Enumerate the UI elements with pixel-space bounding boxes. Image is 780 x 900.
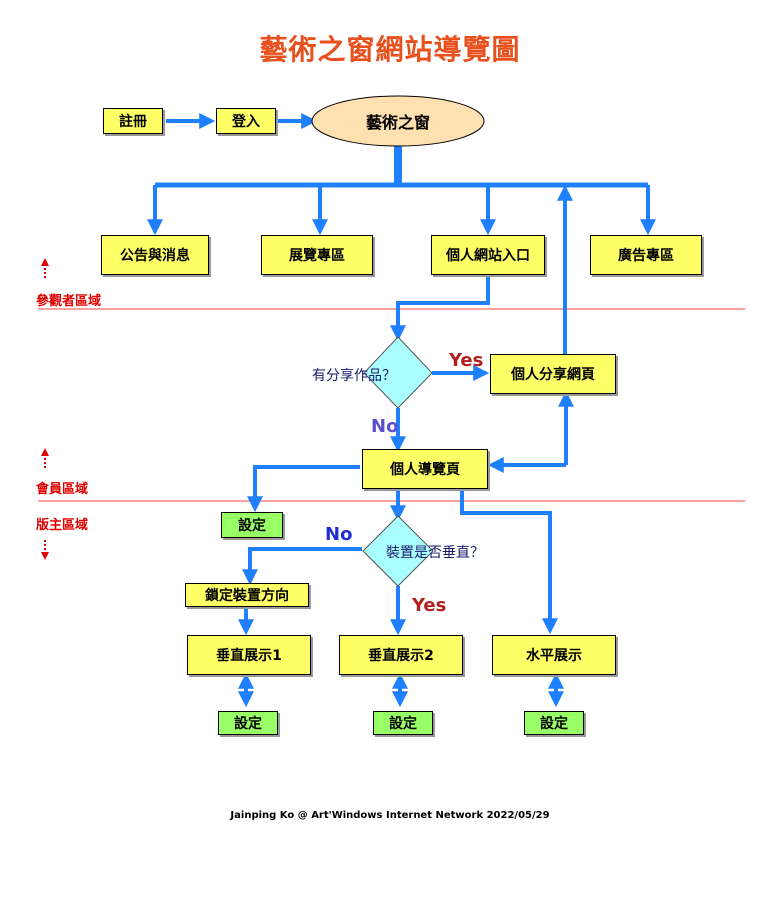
- home-ellipse: [311, 95, 485, 147]
- v1-label: 垂直展示1: [216, 648, 282, 664]
- ads-box[interactable]: 廣告專區: [590, 235, 702, 275]
- settings-guide-label: 設定: [238, 518, 266, 534]
- ads-label: 廣告專區: [618, 248, 674, 264]
- register-label: 註冊: [119, 114, 147, 130]
- news-label: 公告與消息: [120, 248, 190, 264]
- settings-h-box[interactable]: 設定: [524, 711, 584, 735]
- lock-box[interactable]: 鎖定裝置方向: [185, 583, 309, 607]
- yes-label-vertical: Yes: [412, 595, 447, 616]
- settings-h-label: 設定: [540, 716, 568, 732]
- zone-label-visitor: 參觀者區域: [36, 294, 102, 309]
- share-page-label: 個人分享網頁: [511, 367, 595, 383]
- settings-v1-box[interactable]: 設定: [218, 711, 278, 735]
- qvertical-text: 裝置是否垂直？: [386, 545, 484, 561]
- guide-box[interactable]: 個人導覽頁: [362, 449, 488, 489]
- lock-label: 鎖定裝置方向: [205, 588, 289, 604]
- horizontal-box[interactable]: 水平展示: [492, 635, 616, 675]
- v1-box[interactable]: 垂直展示1: [187, 635, 311, 675]
- share-page-box[interactable]: 個人分享網頁: [490, 354, 616, 394]
- arrow-personal-to-qshare: [390, 275, 490, 342]
- v2-label: 垂直展示2: [368, 648, 434, 664]
- guide-label: 個人導覽頁: [390, 462, 460, 478]
- register-box[interactable]: 註冊: [103, 108, 163, 134]
- qvertical-diamond: [362, 515, 434, 587]
- exhibit-label: 展覽專區: [289, 248, 345, 264]
- settings-v2-label: 設定: [389, 716, 417, 732]
- no-label-vertical: No: [325, 524, 353, 545]
- yes-label-share: Yes: [449, 350, 484, 371]
- settings-v1-label: 設定: [234, 716, 262, 732]
- page-title: 藝術之窗網站導覽圖: [259, 33, 521, 66]
- settings-guide-box[interactable]: 設定: [221, 512, 283, 538]
- qshare-text: 有分享作品？: [312, 368, 396, 384]
- zone-label-owner: 版主區域: [36, 518, 89, 533]
- personal-entry-box[interactable]: 個人網站入口: [431, 235, 545, 275]
- footer-credit: Jainping Ko @ Art'Windows Internet Netwo…: [230, 810, 550, 821]
- qshare-diamond: [363, 336, 433, 409]
- personal-entry-label: 個人網站入口: [446, 248, 530, 264]
- arrow-qvertical-no: [242, 547, 362, 586]
- login-label: 登入: [232, 114, 260, 130]
- exhibit-box[interactable]: 展覽專區: [261, 235, 373, 275]
- login-box[interactable]: 登入: [216, 108, 276, 134]
- horizontal-label: 水平展示: [526, 648, 582, 664]
- no-label-share: No: [371, 416, 399, 437]
- arrow-guide-to-horizontal: [460, 490, 558, 635]
- news-box[interactable]: 公告與消息: [101, 235, 209, 275]
- zone-label-member: 會員區域: [36, 482, 89, 497]
- v2-box[interactable]: 垂直展示2: [339, 635, 463, 675]
- arrow-guide-to-settings: [247, 465, 360, 513]
- home-label[interactable]: 藝術之窗: [365, 113, 430, 132]
- settings-v2-box[interactable]: 設定: [373, 711, 433, 735]
